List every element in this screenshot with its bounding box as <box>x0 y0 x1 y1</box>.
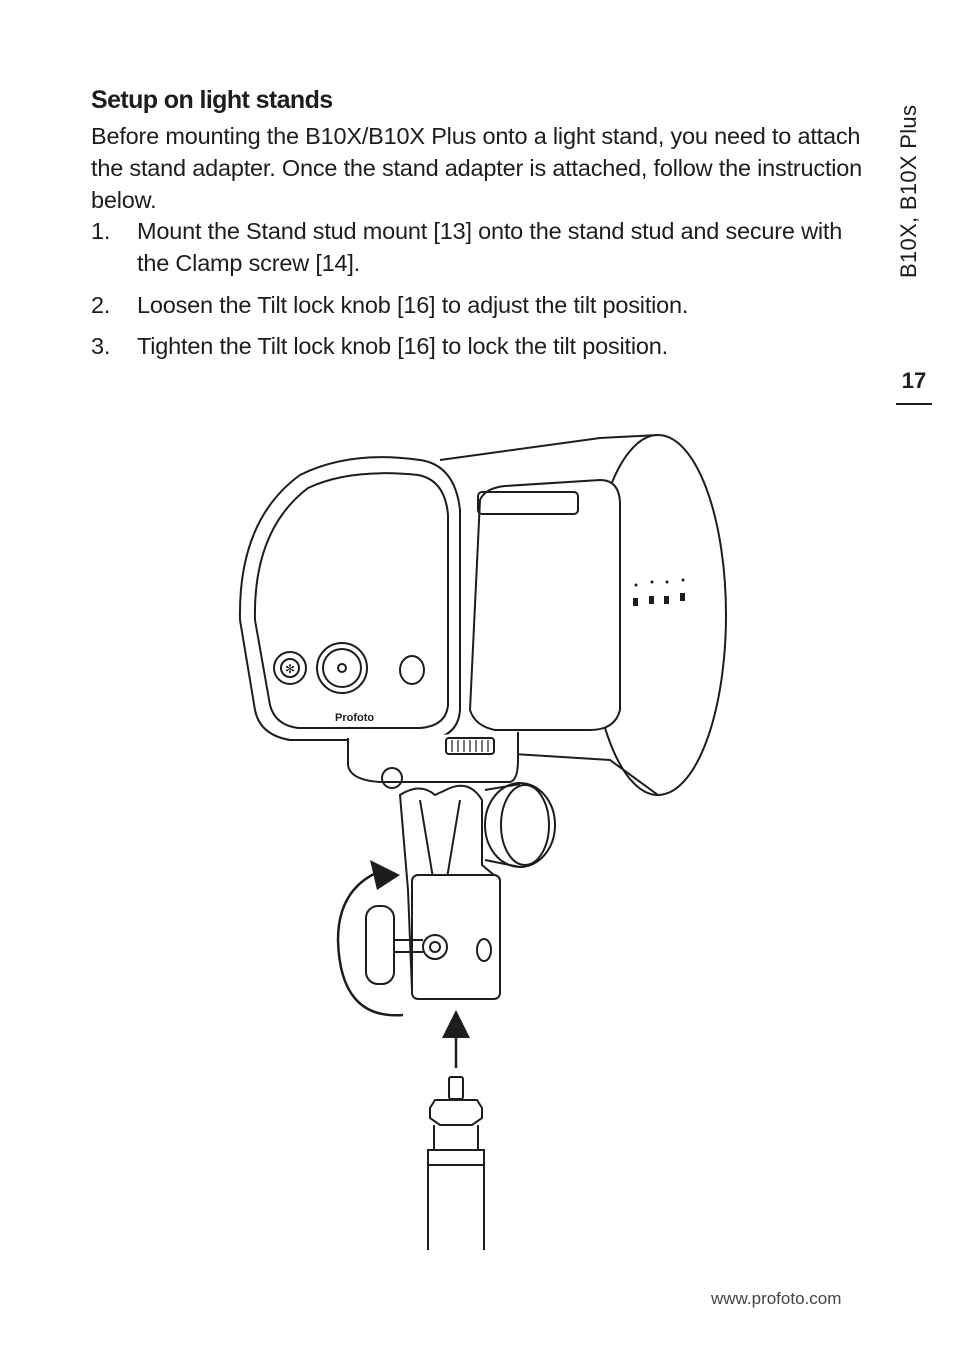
step-text: Tighten the Tilt lock knob [16] to lock … <box>137 333 668 359</box>
step-number: 1. <box>91 218 111 244</box>
step-text: Mount the Stand stud mount [13] onto the… <box>137 218 843 276</box>
footer-url: www.profoto.com <box>711 1289 842 1308</box>
page-number: 17 <box>901 368 927 393</box>
page-number-rule <box>896 403 932 405</box>
svg-text:✻: ✻ <box>285 662 295 676</box>
step-text: Loosen the Tilt lock knob [16] to adjust… <box>137 292 689 318</box>
upward-arrow <box>442 1010 470 1068</box>
stand-adapter <box>347 732 556 1000</box>
intro-paragraph: Before mounting the B10X/B10X Plus onto … <box>91 123 863 213</box>
sidebar-product-title: B10X, B10X Plus <box>896 104 921 278</box>
step-item: 2. Loosen the Tilt lock knob [16] to adj… <box>91 289 688 321</box>
step-item: 1. Mount the Stand stud mount [13] onto … <box>91 215 871 279</box>
step-number: 2. <box>91 292 111 318</box>
brand-mark: Profoto <box>335 712 374 724</box>
section-heading: Setup on light stands <box>91 86 333 114</box>
rotation-arrow <box>336 860 404 1017</box>
stand-stud <box>427 1076 485 1250</box>
step-item: 3. Tighten the Tilt lock knob [16] to lo… <box>91 330 668 362</box>
step-number: 3. <box>91 333 111 359</box>
instruction-steps: 1. Mount the Stand stud mount [13] onto … <box>91 215 871 359</box>
flash-on-stand-illustration: ✻ Profoto <box>238 434 727 1250</box>
